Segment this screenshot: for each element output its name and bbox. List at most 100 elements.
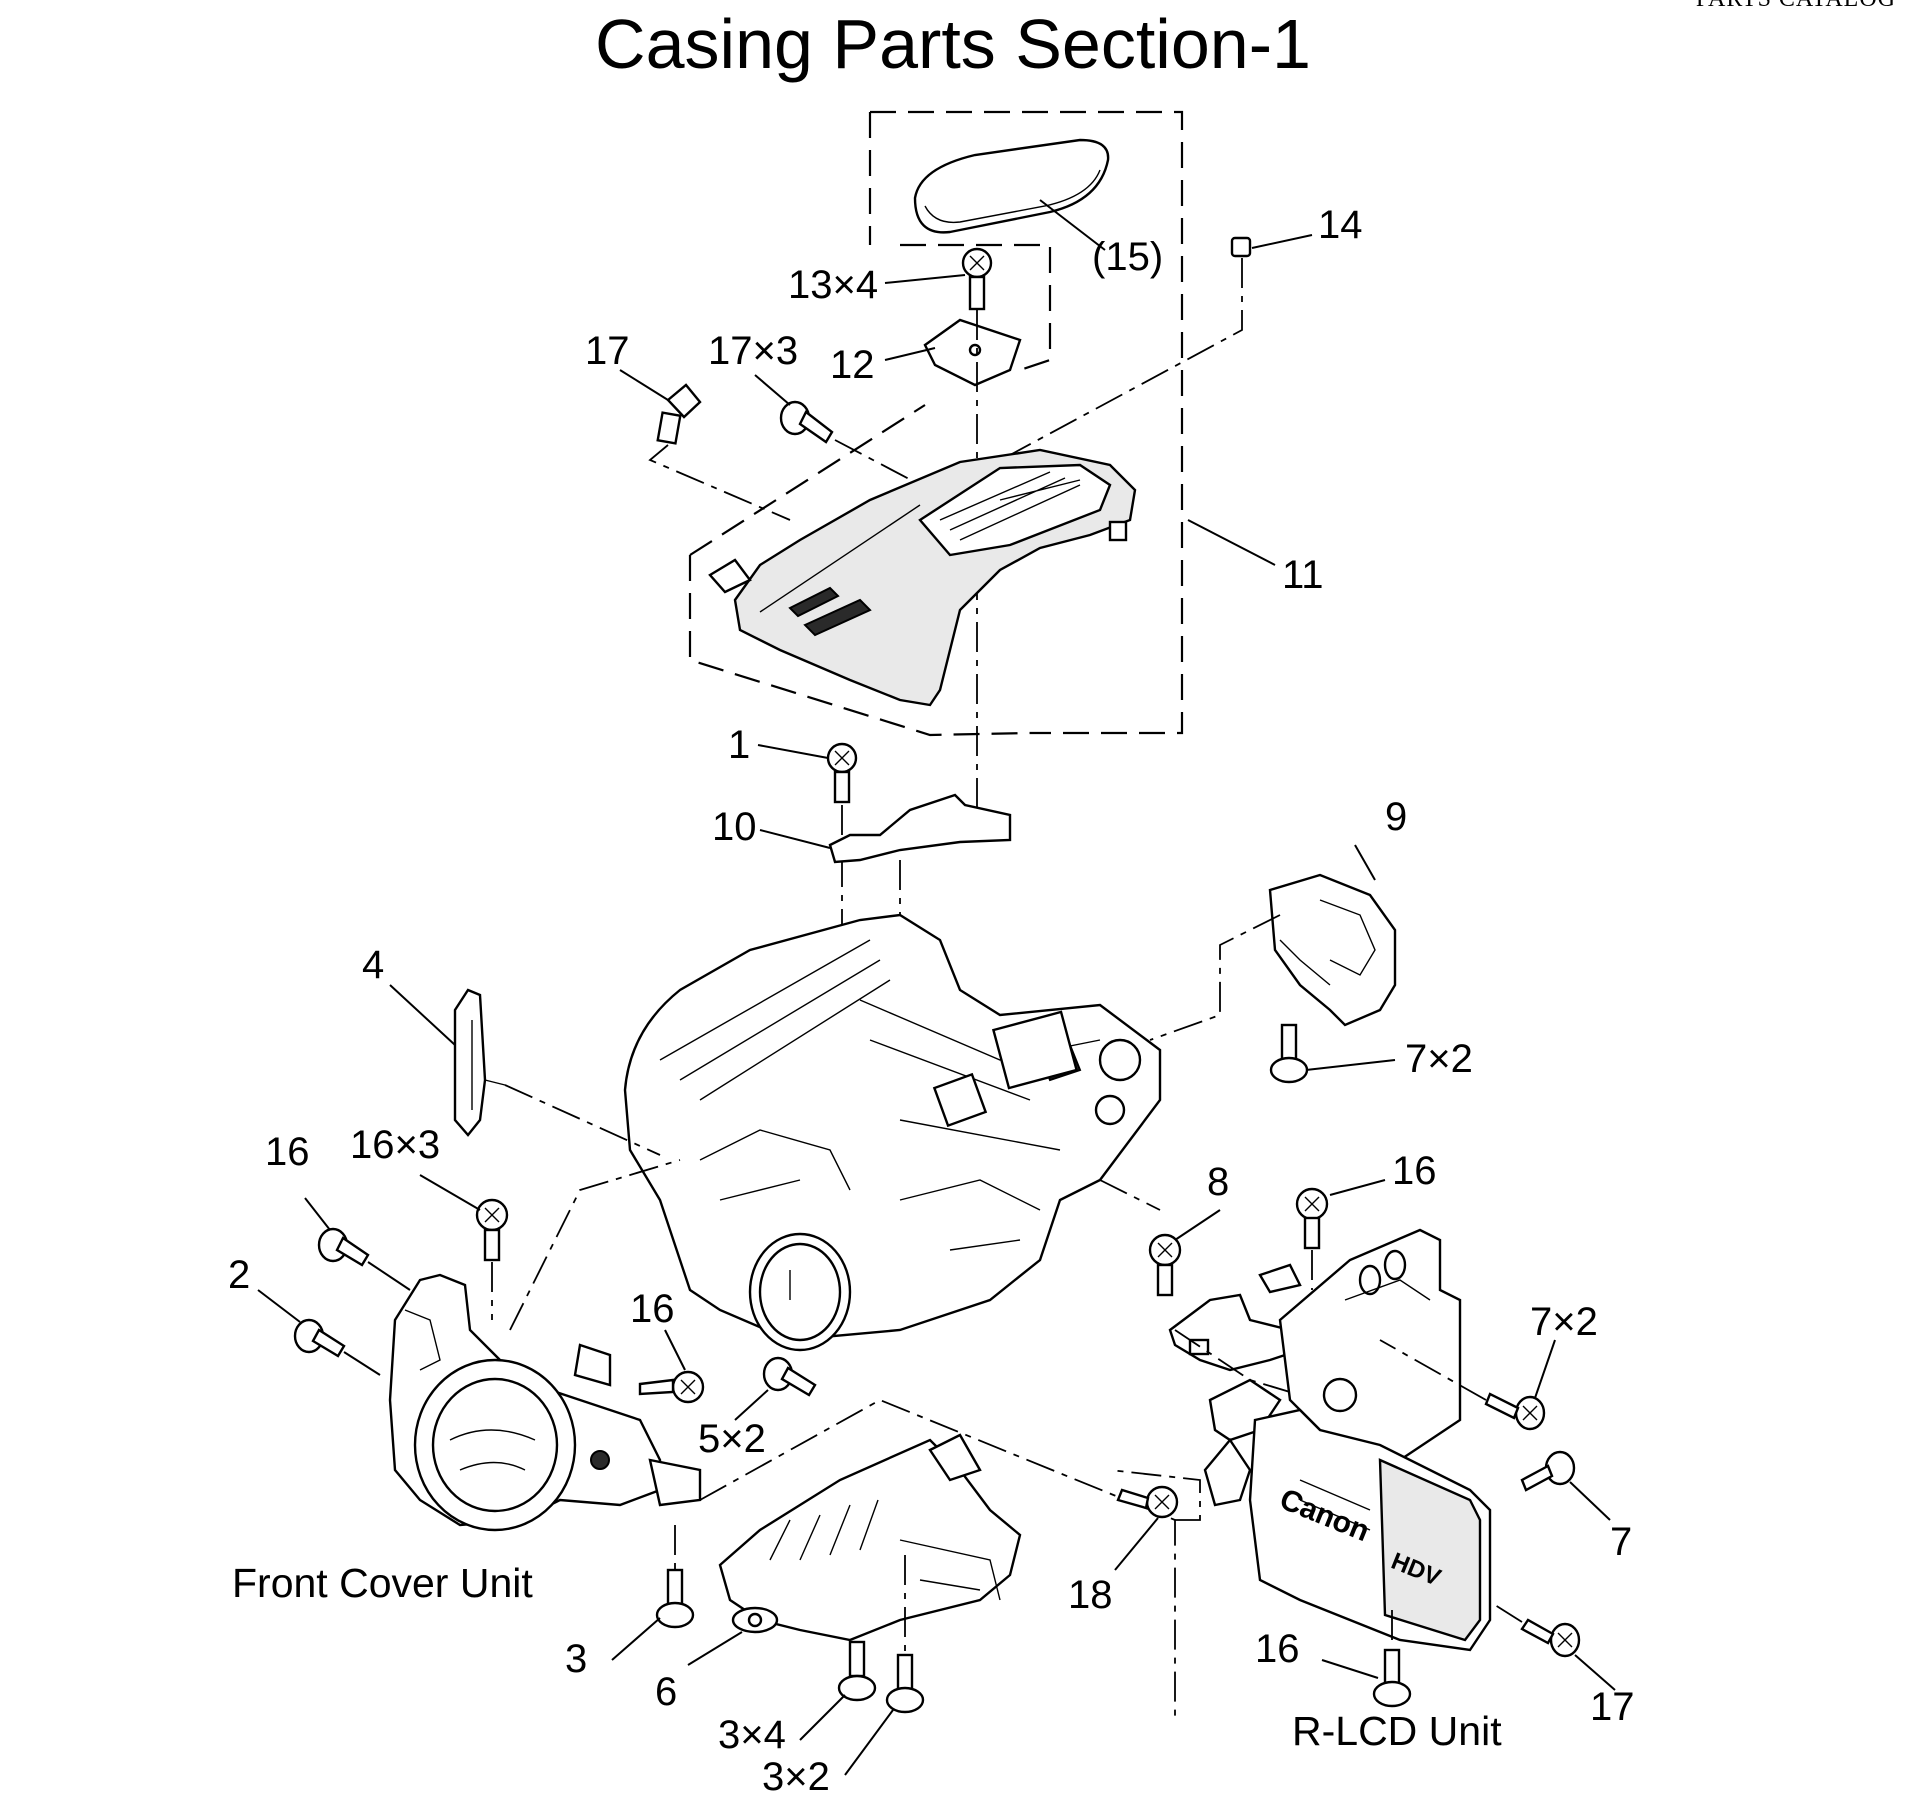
callout-16-bottom-right: 16 bbox=[1255, 1627, 1300, 1671]
part-7x2-screw-right bbox=[1484, 1392, 1546, 1431]
part-4-side-panel bbox=[453, 988, 506, 1137]
leader-17x3 bbox=[754, 374, 791, 406]
part-7-screw bbox=[1520, 1450, 1576, 1492]
axis-17x3 bbox=[834, 439, 931, 491]
callout-1: 1 bbox=[728, 723, 750, 767]
leader-10 bbox=[759, 829, 831, 849]
leader-16c bbox=[664, 1329, 686, 1371]
leader-16x3 bbox=[419, 1174, 481, 1211]
part-14-cap bbox=[1230, 236, 1252, 258]
leader-17b bbox=[1574, 1654, 1616, 1691]
leader-7 bbox=[1569, 1481, 1611, 1521]
leader-7x2b bbox=[1534, 1339, 1556, 1399]
callout-6: 6 bbox=[655, 1670, 677, 1714]
leader-5x2 bbox=[734, 1389, 769, 1421]
part-17-screw-right bbox=[1520, 1618, 1581, 1658]
part-12-mount-plate bbox=[923, 318, 1022, 387]
callout-17: 17 bbox=[585, 329, 630, 373]
leader-18 bbox=[1114, 1517, 1159, 1571]
part-16-screw-left bbox=[317, 1227, 370, 1267]
axis-17b bbox=[1494, 1604, 1523, 1623]
leader-16a2 bbox=[367, 1261, 411, 1291]
part-1-screw bbox=[826, 742, 858, 804]
callout-16x3: 16×3 bbox=[350, 1123, 440, 1167]
callout-3x2: 3×2 bbox=[762, 1755, 830, 1797]
leader-15 bbox=[1039, 199, 1106, 251]
callout-10: 10 bbox=[712, 805, 757, 849]
flex-cable bbox=[1168, 1263, 1302, 1372]
lens-barrel bbox=[748, 1232, 852, 1352]
leader-17a bbox=[619, 369, 669, 401]
leader-6 bbox=[687, 1631, 743, 1666]
axis-bottom-cover bbox=[699, 1399, 1176, 1720]
part-5x2-screw bbox=[762, 1356, 817, 1397]
leader-11 bbox=[1187, 519, 1276, 566]
axis-9 bbox=[1149, 914, 1281, 1041]
part-16-screw-bottom-right bbox=[1372, 1648, 1412, 1708]
rlcd-unit-label: R-LCD Unit bbox=[1292, 1708, 1502, 1754]
part-11-top-cover bbox=[708, 448, 1137, 707]
leader-3 bbox=[611, 1617, 661, 1661]
front-cover-unit-drawing bbox=[388, 1273, 702, 1532]
part-16-screw-right bbox=[1295, 1187, 1329, 1250]
axis-17a bbox=[648, 444, 791, 521]
catalog-header: PARTS CATALOG bbox=[1696, 0, 1896, 13]
callout-4: 4 bbox=[362, 943, 384, 987]
callout-7x2-upper: 7×2 bbox=[1405, 1037, 1473, 1081]
callout-14: 14 bbox=[1318, 203, 1363, 247]
part-15-grip-pad bbox=[913, 138, 1110, 234]
leader-4 bbox=[389, 984, 456, 1046]
callout-18: 18 bbox=[1068, 1573, 1113, 1617]
callout-16-left: 16 bbox=[265, 1130, 310, 1174]
leader-12 bbox=[884, 347, 936, 361]
part-16x3-screw bbox=[475, 1198, 509, 1262]
leader-1 bbox=[757, 744, 829, 759]
callout-13x4: 13×4 bbox=[788, 263, 878, 307]
part-17x3-screw bbox=[779, 400, 834, 444]
axis-7x2b bbox=[1379, 1339, 1487, 1401]
axis-18 bbox=[1109, 1469, 1201, 1521]
part-2-screw bbox=[293, 1318, 346, 1358]
part-3x4-screw bbox=[837, 1640, 877, 1702]
part-7x2-screw-upper bbox=[1269, 1023, 1309, 1084]
callout-15: (15) bbox=[1092, 235, 1163, 279]
callout-7x2-right: 7×2 bbox=[1530, 1300, 1598, 1344]
callout-16-right: 16 bbox=[1392, 1149, 1437, 1193]
callout-17-bottom-right: 17 bbox=[1590, 1685, 1635, 1729]
axis-front-cover bbox=[509, 1159, 681, 1331]
part-8-screw bbox=[1148, 1233, 1182, 1297]
callout-3x4: 3×4 bbox=[718, 1713, 786, 1757]
leader-2b bbox=[343, 1351, 381, 1376]
callout-8: 8 bbox=[1207, 1160, 1229, 1204]
page-title: Casing Parts Section-1 bbox=[595, 5, 1311, 83]
part-3-screw bbox=[655, 1568, 695, 1629]
callout-17x3: 17×3 bbox=[708, 329, 798, 373]
axis-4 bbox=[504, 1084, 661, 1156]
part-6-bottom-cover bbox=[718, 1433, 1022, 1642]
callout-3: 3 bbox=[565, 1637, 587, 1681]
part-9-rear-cover bbox=[1268, 873, 1397, 1027]
leader-3x2 bbox=[844, 1709, 894, 1776]
leader-16a bbox=[304, 1197, 331, 1231]
part-16-screw-middle bbox=[638, 1370, 705, 1404]
callout-7: 7 bbox=[1610, 1520, 1632, 1564]
callout-16-middle: 16 bbox=[630, 1287, 675, 1331]
leader-16d bbox=[1321, 1659, 1379, 1679]
part-13-screw bbox=[961, 247, 993, 311]
main-chassis bbox=[623, 913, 1162, 1342]
callout-5x2: 5×2 bbox=[698, 1417, 766, 1461]
leader-13 bbox=[884, 274, 966, 284]
leader-3x4 bbox=[799, 1694, 846, 1741]
leader-8 bbox=[1174, 1209, 1221, 1241]
leader-7x2a bbox=[1305, 1059, 1396, 1071]
leader-14 bbox=[1251, 234, 1313, 249]
part-18-screw bbox=[1116, 1485, 1179, 1519]
part-10-bracket bbox=[828, 793, 1012, 864]
axis-14 bbox=[1009, 258, 1243, 456]
callout-11: 11 bbox=[1282, 553, 1324, 597]
leader-2 bbox=[257, 1289, 301, 1323]
part-3x2-screw bbox=[885, 1653, 925, 1714]
part-17-screw-top bbox=[656, 383, 702, 445]
